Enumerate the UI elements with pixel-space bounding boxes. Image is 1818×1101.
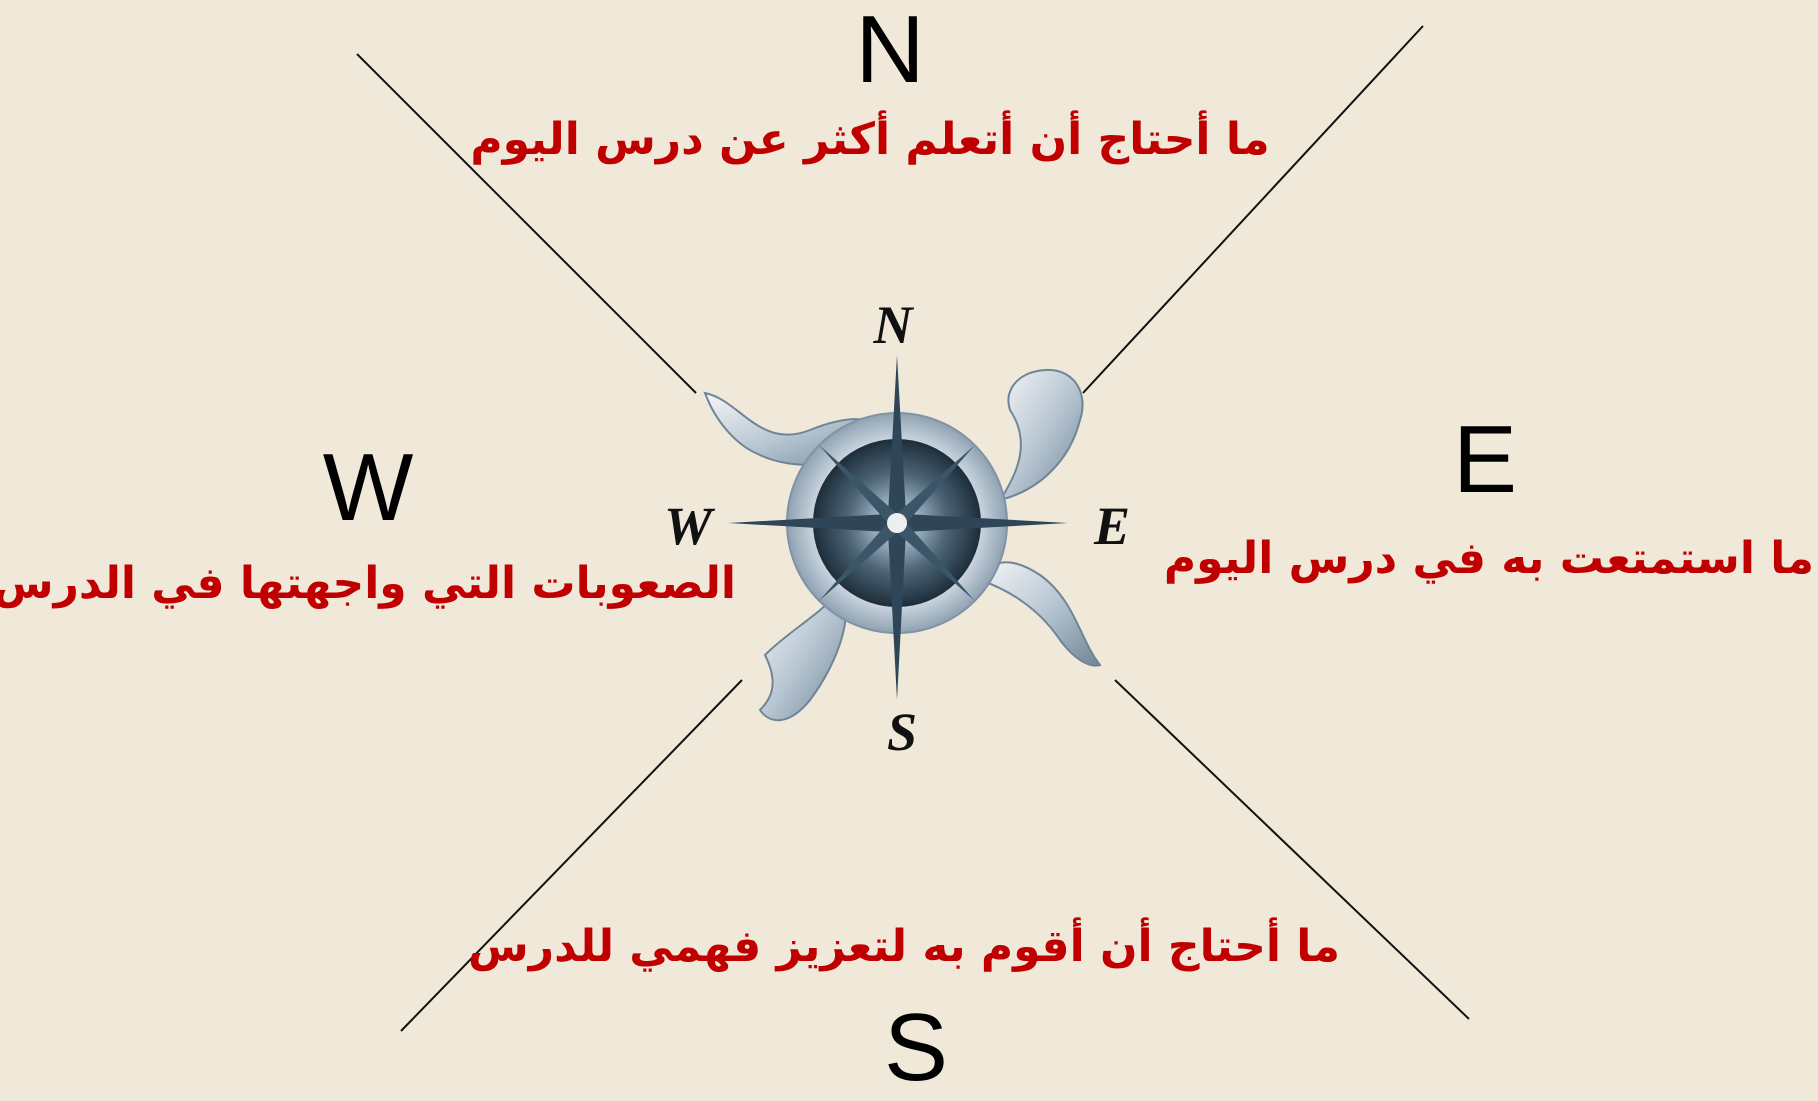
south-prompt: ما أحتاج أن أقوم به لتعزيز فهمي للدرس <box>480 925 1340 969</box>
north-letter: N <box>820 2 960 98</box>
compass-label-s: S <box>887 702 917 762</box>
north-prompt: ما أحتاج أن أتعلم أكثر عن درس اليوم <box>440 118 1300 162</box>
compass-label-w: W <box>664 496 716 556</box>
south-letter: S <box>846 1000 986 1096</box>
compass-label-n: N <box>873 295 915 355</box>
east-prompt: ما استمتعت به في درس اليوم <box>1178 537 1814 581</box>
compass-label-e: E <box>1093 496 1130 556</box>
east-letter: E <box>1415 412 1555 508</box>
compass-center-glow <box>887 513 907 533</box>
west-letter: W <box>298 440 438 536</box>
west-prompt: الصعوبات التي واجهتها في الدرس <box>6 562 736 606</box>
